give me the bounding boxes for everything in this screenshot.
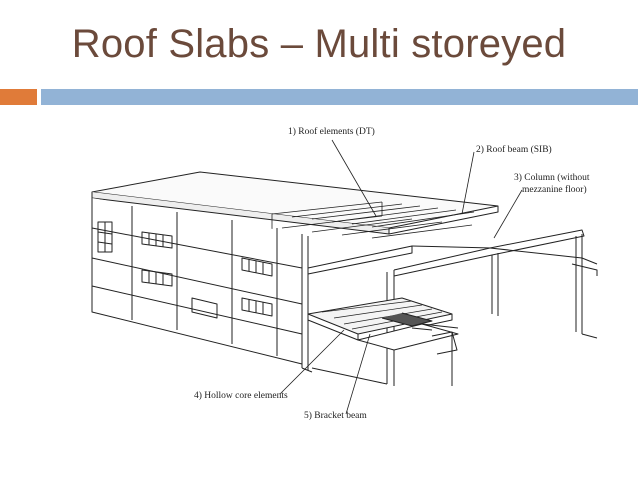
label-column-continued: mezzanine floor): [522, 184, 587, 195]
title-rule-bar: [41, 89, 638, 105]
building-diagram: 1) Roof elements (DT) 2) Roof beam (SIB)…: [82, 118, 610, 430]
slide-title: Roof Slabs – Multi storeyed: [71, 22, 567, 66]
building-drawing: 1) Roof elements (DT) 2) Roof beam (SIB)…: [91, 126, 598, 421]
title-rule-accent: [0, 89, 37, 105]
label-roof-elements: 1) Roof elements (DT): [288, 126, 375, 137]
label-column: 3) Column (without: [514, 172, 590, 183]
label-bracket-beam: 5) Bracket beam: [304, 410, 367, 421]
label-roof-beam: 2) Roof beam (SIB): [476, 144, 552, 155]
label-hollow-core: 4) Hollow core elements: [194, 390, 288, 401]
